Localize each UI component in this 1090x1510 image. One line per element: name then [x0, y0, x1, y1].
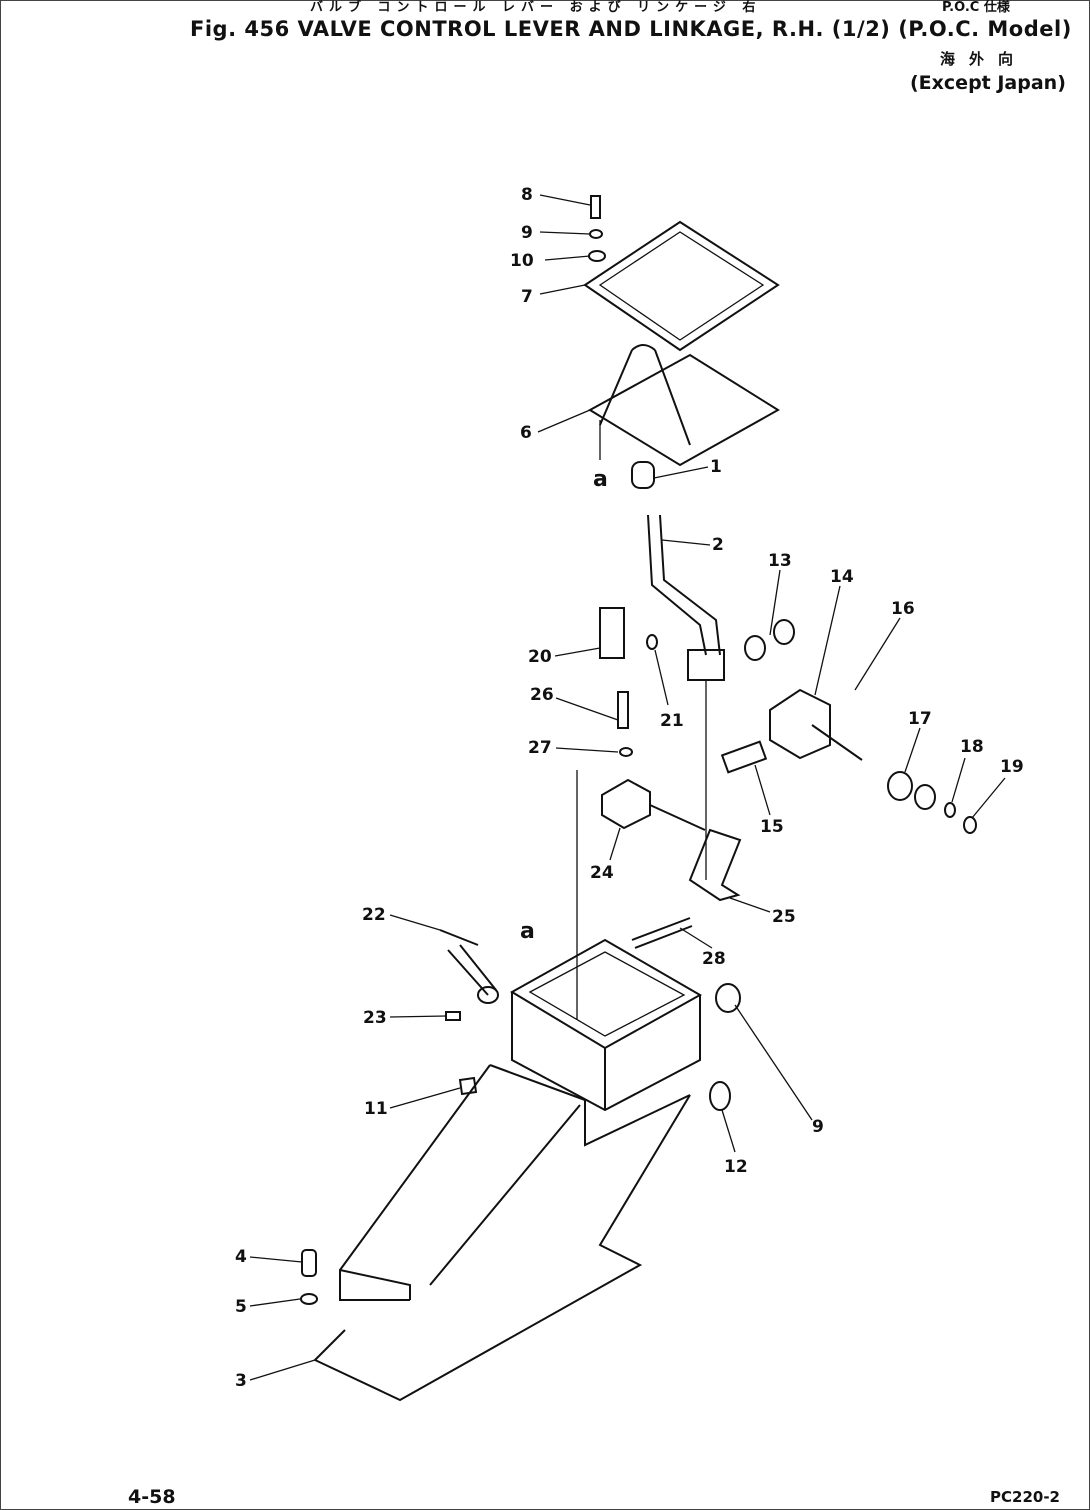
callout-label: 20 — [528, 647, 552, 667]
callout-label: 4 — [235, 1247, 247, 1267]
callout-label: 11 — [364, 1099, 388, 1119]
callout-label: 14 — [830, 567, 854, 587]
linkage-parts — [576, 691, 742, 1020]
callout-label: a — [520, 919, 535, 944]
lever-part — [631, 461, 725, 880]
callout-label: 9 — [521, 223, 533, 243]
callout-label: 12 — [724, 1157, 748, 1177]
callout-labels: 8 9 10 7 6 a 1 2 13 14 16 20 21 26 27 17… — [235, 185, 1024, 1391]
valve-part — [599, 607, 658, 659]
figure-title: Fig. 456 VALVE CONTROL LEVER AND LINKAGE… — [190, 17, 1072, 41]
callout-label: 15 — [760, 817, 784, 837]
callout-label: 9 — [812, 1117, 824, 1137]
callout-label: 10 — [510, 251, 534, 271]
callout-label: 6 — [520, 423, 532, 443]
hand-lever-part — [439, 929, 499, 1021]
callout-label: 7 — [521, 287, 533, 307]
callout-label: 2 — [712, 535, 724, 555]
callout-label: 13 — [768, 551, 792, 571]
japanese-region: 海外向 — [940, 50, 1028, 68]
housing-part — [300, 938, 741, 1402]
callout-label: 8 — [521, 185, 533, 205]
callout-label: 16 — [891, 599, 915, 619]
page-number: 4-58 — [128, 1486, 176, 1508]
boot-part — [588, 344, 780, 467]
callout-label: a — [593, 467, 608, 492]
callout-label: 22 — [362, 905, 386, 925]
callout-label: 1 — [710, 457, 722, 477]
callout-label: 3 — [235, 1371, 247, 1391]
bolt-washer-parts — [588, 195, 606, 262]
callout-label: 21 — [660, 711, 684, 731]
callout-label: 17 — [908, 709, 932, 729]
callout-label: 24 — [590, 863, 614, 883]
bracket-parts — [720, 619, 977, 834]
callout-label: 27 — [528, 738, 552, 758]
cover-plate-part — [583, 220, 780, 352]
leader-lines — [249, 194, 1006, 1381]
japanese-model: P.O.C 仕様 — [942, 0, 1010, 15]
callout-label: 26 — [530, 685, 554, 705]
japanese-title: バルブ コントロール レバー および リンケージ 右 — [310, 0, 762, 15]
callout-label: 5 — [235, 1297, 247, 1317]
callout-label: 25 — [772, 907, 796, 927]
callout-label: 23 — [363, 1008, 387, 1028]
model-code: PC220-2 — [990, 1488, 1060, 1506]
callout-label: 28 — [702, 949, 726, 969]
callout-label: 18 — [960, 737, 984, 757]
region-label: (Except Japan) — [910, 72, 1066, 94]
callout-label: 19 — [1000, 757, 1024, 777]
